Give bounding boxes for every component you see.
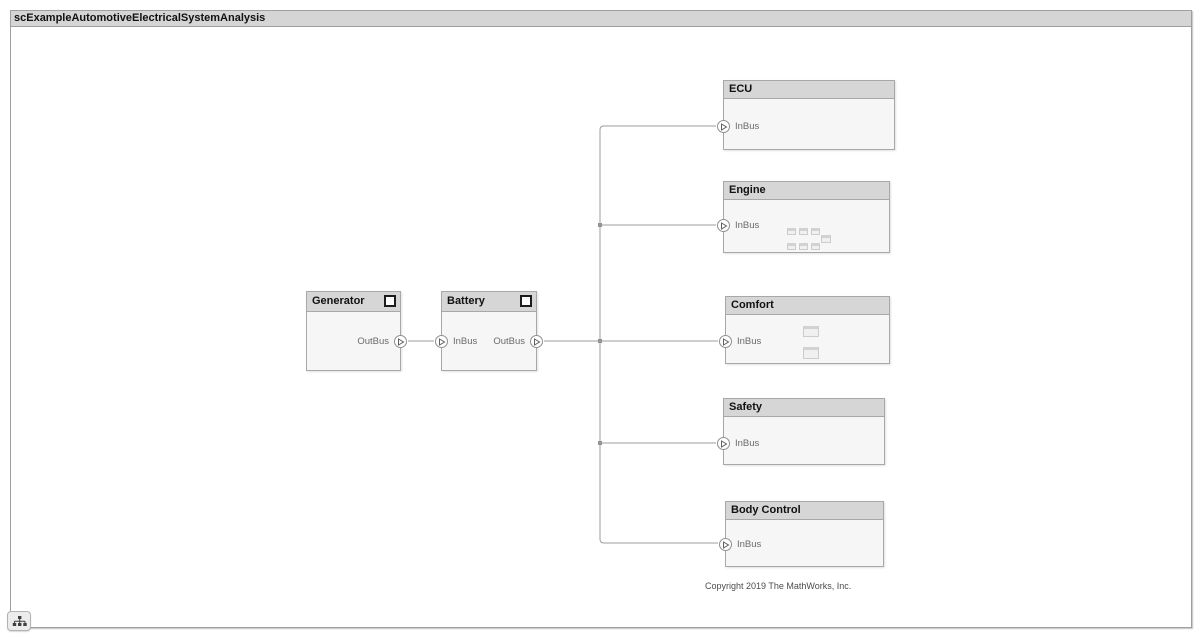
block-title: Generator	[312, 295, 365, 307]
port-label: InBus	[735, 438, 760, 449]
component-block-generator[interactable]: Generator OutBus	[306, 291, 407, 371]
port-label: InBus	[735, 220, 760, 231]
block-title: Battery	[447, 295, 485, 307]
input-port-icon[interactable]	[435, 335, 448, 348]
model-title-bar: scExampleAutomotiveElectricalSystemAnaly…	[11, 11, 1191, 27]
connector-trunk-ecu-to-bodycontrol[interactable]	[599, 125, 718, 544]
wire-junction-dot	[598, 441, 602, 445]
mini-block-thumbnail	[787, 243, 796, 250]
reference-component-badge-icon	[384, 295, 396, 307]
component-block-comfort[interactable]: Comfort InBus	[719, 296, 890, 364]
component-block-engine[interactable]: Engine InBus	[717, 181, 890, 253]
block-header: Safety	[724, 399, 884, 417]
block-header: Engine	[724, 182, 889, 200]
reference-component-badge-icon	[520, 295, 532, 307]
input-port-inbus[interactable]: InBus	[435, 335, 477, 348]
port-label: InBus	[735, 121, 760, 132]
port-label: InBus	[737, 336, 762, 347]
input-port-inbus[interactable]: InBus	[717, 437, 759, 450]
port-label: InBus	[453, 336, 478, 347]
hierarchy-tree-icon	[12, 615, 27, 626]
output-port-outbus[interactable]: OutBus	[357, 335, 407, 348]
port-label: OutBus	[357, 336, 389, 347]
input-port-inbus[interactable]: InBus	[719, 335, 761, 348]
block-header: Generator	[307, 292, 400, 312]
component-block-ecu[interactable]: ECU InBus	[717, 80, 895, 150]
wire-junction-dot	[598, 223, 602, 227]
port-label: OutBus	[493, 336, 525, 347]
input-port-icon[interactable]	[717, 219, 730, 232]
diagram-frame: scExampleAutomotiveElectricalSystemAnaly…	[10, 10, 1192, 628]
block-header: Comfort	[726, 297, 889, 315]
input-port-inbus[interactable]: InBus	[717, 219, 759, 232]
mini-block-thumbnail	[803, 347, 819, 359]
component-block-battery[interactable]: Battery InBus OutBus	[435, 291, 543, 371]
block-header: Body Control	[726, 502, 883, 520]
input-port-inbus[interactable]: InBus	[719, 538, 761, 551]
mini-block-thumbnail	[821, 235, 831, 243]
block-title: ECU	[729, 83, 753, 95]
input-port-icon[interactable]	[717, 437, 730, 450]
model-title: scExampleAutomotiveElectricalSystemAnaly…	[14, 12, 266, 24]
block-title: Body Control	[731, 504, 801, 516]
port-label: InBus	[737, 539, 762, 550]
component-block-safety[interactable]: Safety InBus	[717, 398, 885, 465]
input-port-icon[interactable]	[719, 538, 732, 551]
block-title: Engine	[729, 184, 766, 196]
wire-junction-dot	[598, 339, 602, 343]
output-port-icon[interactable]	[394, 335, 407, 348]
mini-block-thumbnail	[811, 243, 820, 250]
block-title: Comfort	[731, 299, 774, 311]
hierarchy-view-button[interactable]	[7, 611, 31, 631]
mini-block-thumbnail	[787, 228, 796, 235]
block-header: ECU	[724, 81, 894, 99]
mini-block-thumbnail	[811, 228, 820, 235]
mini-block-thumbnail	[799, 243, 808, 250]
copyright-annotation: Copyright 2019 The MathWorks, Inc.	[705, 581, 852, 591]
component-block-body-control[interactable]: Body Control InBus	[719, 501, 884, 567]
mini-block-thumbnail	[799, 228, 808, 235]
output-port-icon[interactable]	[530, 335, 543, 348]
mini-block-thumbnail	[803, 326, 819, 337]
block-header: Battery	[442, 292, 536, 312]
input-port-icon[interactable]	[719, 335, 732, 348]
output-port-outbus[interactable]: OutBus	[493, 335, 543, 348]
input-port-inbus[interactable]: InBus	[717, 120, 759, 133]
block-title: Safety	[729, 401, 763, 413]
input-port-icon[interactable]	[717, 120, 730, 133]
